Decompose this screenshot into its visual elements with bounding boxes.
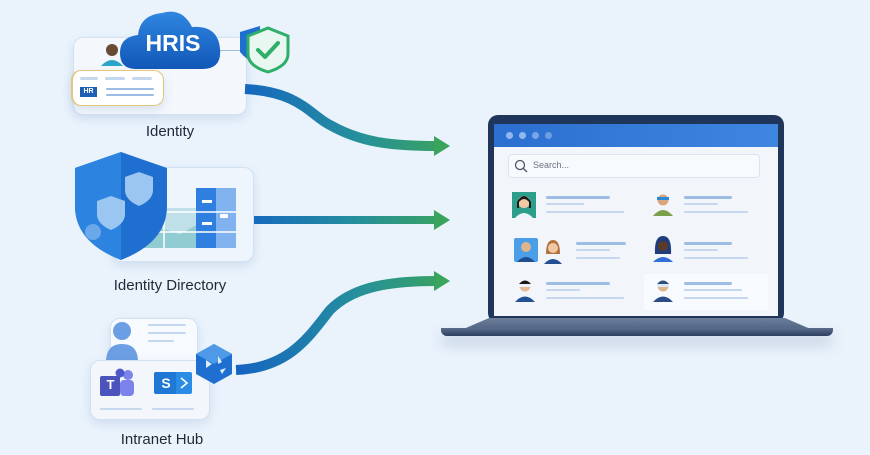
arrow-identity [244,84,437,151]
identity-directory-label: Identity Directory [113,277,227,294]
name-line [684,196,732,199]
detail-line [546,203,584,205]
search-placeholder: Search... [533,160,570,170]
detail-line [684,289,742,291]
detail-line [684,297,748,299]
shield-icon [75,152,167,260]
name-line [684,242,732,245]
card-line [80,77,98,80]
intranet-hub-label: Intranet Hub [120,431,204,448]
window-titlebar [494,124,778,147]
card-line [106,94,154,96]
window-dot[interactable] [506,132,513,139]
detail-line [576,249,610,251]
shield-check-icon [240,26,290,74]
arrowhead-intranet [434,271,450,291]
detail-line [546,211,624,213]
detail-line [684,211,748,213]
person-card[interactable] [644,234,768,270]
card-line [152,408,194,410]
card-line [106,88,154,90]
detail-line [576,257,620,259]
person-card[interactable] [506,188,638,224]
hr-tag: HR [80,87,97,97]
window-dot[interactable] [532,132,539,139]
sharepoint-icon [154,372,192,394]
card-line [105,77,125,80]
card-line [132,77,152,80]
identity-label: Identity [145,123,195,140]
person-avatar-icon [653,194,673,216]
card-line [148,340,174,342]
arrowhead-identity [434,136,450,156]
person-silhouette-icon [106,322,138,362]
person-avatar-icon [515,280,535,302]
name-line [684,282,732,285]
detail-line [684,203,718,205]
card-line [100,408,142,410]
laptop-screen: Search... [494,124,778,316]
detail-line [684,257,748,259]
card-line [148,332,186,334]
arrow-intranet [235,276,437,375]
person-avatar-icon [653,236,673,262]
connector-line [220,50,242,51]
sharepoint-glyph: S [161,375,171,391]
window-dot[interactable] [545,132,552,139]
laptop-base [441,328,833,336]
person-avatar-icon [544,240,562,264]
name-line [546,196,610,199]
teams-icon [100,368,134,396]
search-icon [514,159,528,173]
card-line [148,324,186,326]
search-bar[interactable]: Search... [508,154,760,178]
person-card[interactable] [506,234,638,270]
cloud-icon [120,11,221,69]
person-card[interactable] [506,274,638,310]
person-card[interactable] [644,274,768,310]
name-line [576,242,626,245]
window-dot[interactable] [519,132,526,139]
person-avatar-icon [512,192,536,218]
name-line [546,282,610,285]
arrowhead-directory [434,210,450,230]
hris-label: HRIS [145,30,201,56]
person-avatar-icon [101,44,123,66]
detail-line [546,289,580,291]
hub-cube-icon [196,344,232,384]
person-avatar-icon [514,238,538,262]
person-card[interactable] [644,188,768,224]
teams-glyph: T [106,377,115,392]
detail-line [546,297,624,299]
person-avatar-icon [653,280,673,302]
detail-line [684,249,718,251]
